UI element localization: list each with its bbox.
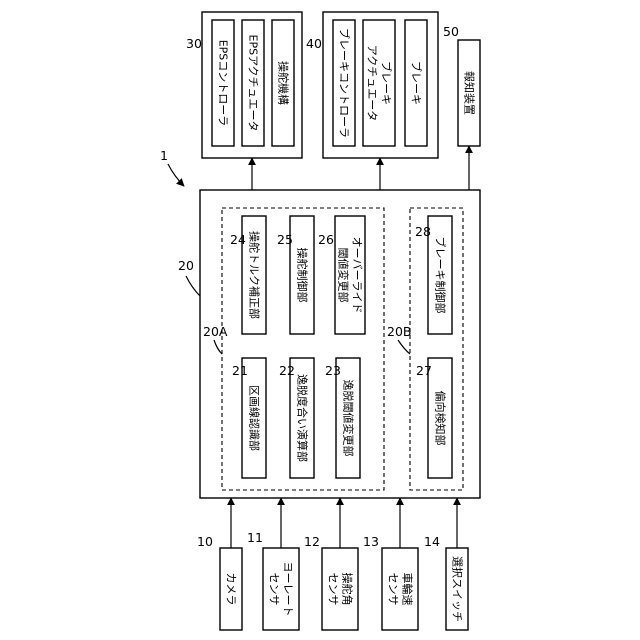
svg-text:逸脱閾値変更部: 逸脱閾値変更部	[342, 380, 356, 457]
unit-28-ref-label: 28	[415, 224, 431, 239]
ecu-ref-leader	[186, 276, 200, 296]
unit-26-override-threshold-change: オーバーライド 閾値変更部	[335, 216, 365, 334]
unit-28-brake-control: ブレーキ制御部	[428, 216, 452, 334]
input-selection-switch: 選択スイッチ	[446, 548, 468, 630]
unit-25-steering-control: 操舵制御部	[290, 216, 314, 334]
unit-23-ref-label: 23	[325, 363, 341, 378]
svg-text:センサ: センサ	[327, 573, 340, 606]
unit-22-ref-label: 22	[279, 363, 295, 378]
wheel-ref-label: 13	[363, 534, 379, 549]
group-20b-ref-label: 20B	[387, 324, 411, 339]
svg-text:センサ: センサ	[387, 573, 400, 606]
input-camera: カメラ	[220, 548, 242, 630]
brake-label: ブレーキ	[410, 61, 424, 105]
steer-ref-label: 12	[304, 534, 320, 549]
notification-device: 報知装置	[458, 40, 480, 146]
svg-text:ブレーキ制御部: ブレーキ制御部	[434, 237, 448, 314]
svg-text:偏向検知部: 偏向検知部	[434, 391, 448, 446]
brake-controller-label: ブレーキコントローラ	[338, 28, 352, 138]
svg-text:センサ: センサ	[268, 573, 281, 606]
svg-text:操舵制御部: 操舵制御部	[296, 248, 310, 303]
input-steering-angle-sensor: 操舵角 センサ	[322, 548, 358, 630]
brake-actuator-label-2: アクチュエータ	[366, 45, 379, 121]
svg-text:カメラ: カメラ	[225, 573, 238, 606]
notify-ref-label: 50	[443, 24, 459, 39]
unit-25-ref-label: 25	[277, 232, 293, 247]
eps-group: EPSコントローラ EPSアクチュエータ 操舵機構	[202, 12, 302, 158]
svg-text:選択スイッチ: 選択スイッチ	[451, 556, 465, 622]
brake-group: ブレーキコントローラ ブレーキ アクチュエータ ブレーキ	[323, 12, 438, 158]
svg-text:車輪速: 車輪速	[401, 573, 415, 606]
switch-ref-label: 14	[424, 534, 440, 549]
system-ref-arrow	[168, 164, 184, 186]
brake-ref-label: 40	[306, 36, 322, 51]
svg-text:操舵トルク補正部: 操舵トルク補正部	[248, 231, 262, 319]
unit-21-ref-label: 21	[232, 363, 248, 378]
system-ref-label: 1	[160, 148, 168, 163]
svg-text:報知装置: 報知装置	[463, 71, 477, 115]
unit-27-ref-label: 27	[416, 363, 432, 378]
eps-ref-label: 30	[186, 36, 202, 51]
eps-actuator-label: EPSアクチュエータ	[247, 34, 260, 131]
svg-text:ヨーレート: ヨーレート	[282, 562, 295, 617]
svg-text:区画線認識部: 区画線認識部	[248, 385, 262, 451]
unit-24-ref-label: 24	[230, 232, 246, 247]
svg-text:操舵角: 操舵角	[341, 573, 355, 606]
steering-mechanism-label: 操舵機構	[277, 61, 291, 105]
eps-controller-label: EPSコントローラ	[217, 40, 230, 127]
input-yaw-rate-sensor: ヨーレート センサ	[263, 548, 299, 630]
ecu-ref-label: 20	[178, 258, 194, 273]
svg-text:逸脱度合い演算部: 逸脱度合い演算部	[296, 374, 310, 462]
group-20a-ref-label: 20A	[203, 324, 228, 339]
svg-text:閾値変更部: 閾値変更部	[337, 248, 351, 303]
camera-ref-label: 10	[197, 534, 213, 549]
brake-actuator-label-1: ブレーキ	[380, 61, 394, 105]
yaw-ref-label: 11	[247, 530, 263, 545]
unit-26-ref-label: 26	[318, 232, 334, 247]
svg-text:オーバーライド: オーバーライド	[351, 237, 364, 314]
input-wheel-speed-sensor: 車輪速 センサ	[382, 548, 418, 630]
